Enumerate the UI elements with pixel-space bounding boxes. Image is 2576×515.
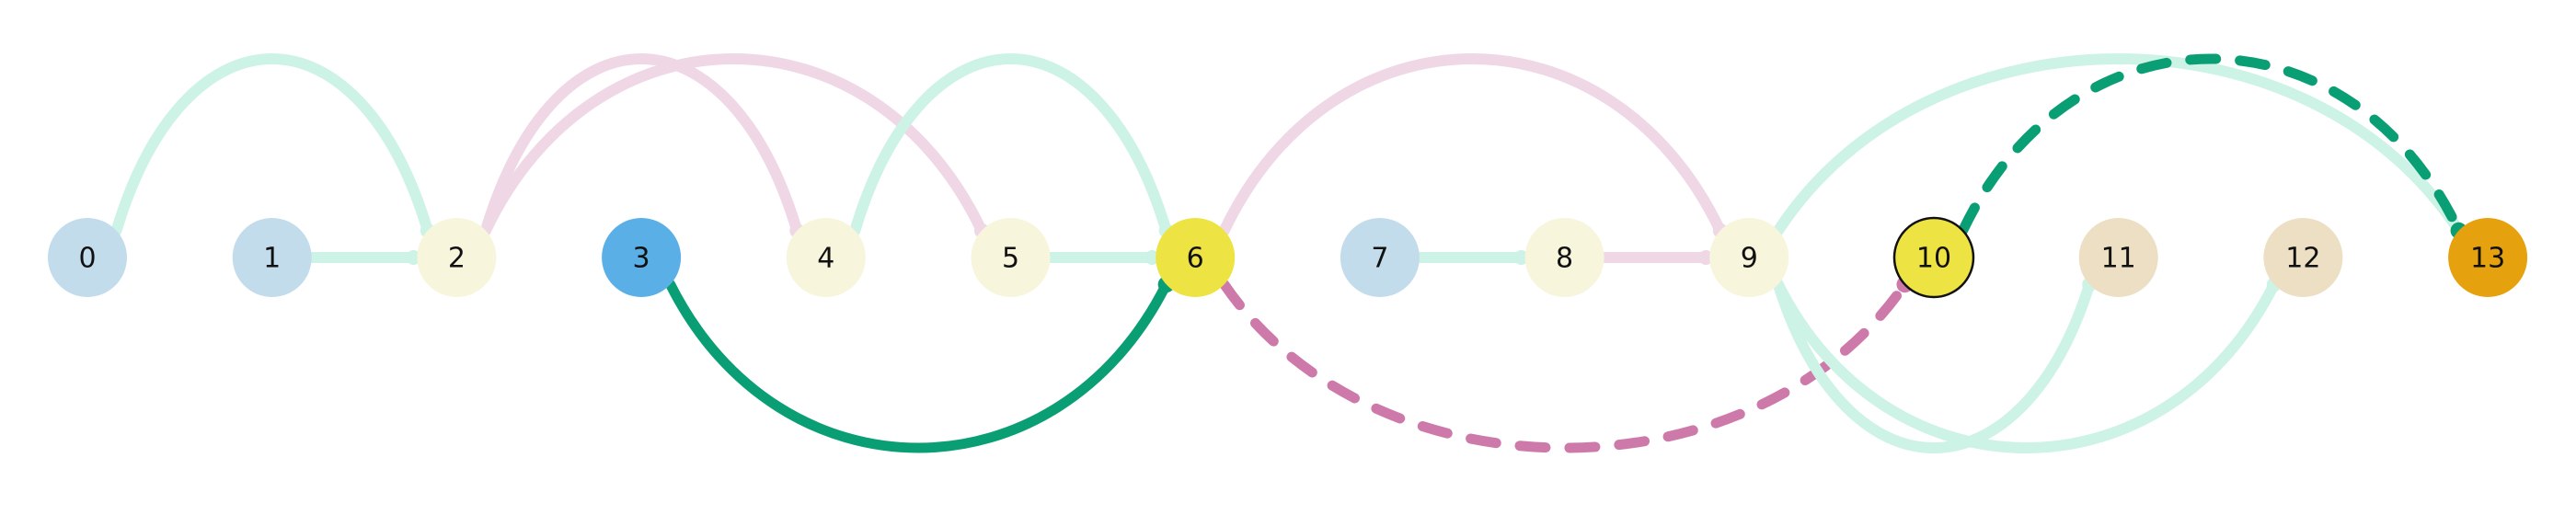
edge-1-2 — [305, 250, 423, 265]
node-label: 1 — [263, 243, 281, 275]
node-label: 13 — [2470, 243, 2505, 275]
node-circle — [417, 218, 497, 297]
edge-7-8 — [1413, 250, 1531, 265]
node-circle — [2078, 218, 2158, 297]
node-7[interactable]: 7 — [1340, 218, 1420, 297]
edge-line — [1218, 53, 1726, 236]
node-label: 8 — [1556, 243, 1573, 275]
node-label: 7 — [1371, 243, 1388, 275]
node-circle — [1709, 218, 1789, 297]
node-circle — [786, 218, 866, 297]
node-1[interactable]: 1 — [232, 218, 312, 297]
edge-0-2 — [110, 53, 435, 238]
edge-arrowhead — [1698, 250, 1714, 265]
node-label: 2 — [448, 243, 466, 275]
node-4[interactable]: 4 — [786, 218, 866, 297]
edge-8-9 — [1598, 250, 1716, 265]
edge-3-6 — [665, 276, 1175, 453]
node-circle — [2263, 218, 2343, 297]
edge-line — [1772, 279, 2280, 453]
edge-5-6 — [1044, 250, 1162, 265]
node-label: 9 — [1741, 243, 1758, 275]
node-circle — [1524, 218, 1604, 297]
node-12[interactable]: 12 — [2263, 218, 2343, 297]
node-circle — [1892, 216, 1975, 299]
edge-arrowhead — [406, 250, 421, 265]
edge-2-5 — [479, 53, 989, 238]
node-9[interactable]: 9 — [1709, 218, 1789, 297]
node-circle — [1156, 218, 1236, 297]
node-label: 3 — [633, 243, 650, 275]
node-0[interactable]: 0 — [48, 218, 127, 297]
edge-arrowhead — [1144, 250, 1160, 265]
edge-4-6 — [849, 53, 1174, 238]
node-13[interactable]: 13 — [2448, 218, 2528, 297]
node-circle — [48, 218, 127, 297]
node-label: 12 — [2285, 243, 2320, 275]
node-2[interactable]: 2 — [417, 218, 497, 297]
node-3[interactable]: 3 — [602, 218, 682, 297]
node-circle — [1340, 218, 1420, 297]
node-label: 6 — [1187, 243, 1204, 275]
node-circle — [2448, 218, 2528, 297]
node-11[interactable]: 11 — [2078, 218, 2158, 297]
edge-6-9 — [1218, 53, 1728, 238]
node-label: 10 — [1916, 243, 1951, 275]
edge-line — [1772, 53, 2465, 236]
node-label: 0 — [78, 243, 96, 275]
node-label: 5 — [1002, 243, 1019, 275]
node-8[interactable]: 8 — [1524, 218, 1604, 297]
edge-arrowhead — [1513, 250, 1529, 265]
edge-line — [479, 53, 803, 236]
edge-line — [849, 53, 1172, 236]
edge-line — [1772, 279, 2096, 453]
edge-line — [479, 53, 987, 236]
node-10[interactable]: 10 — [1892, 216, 1975, 299]
edge-line — [1219, 279, 1910, 453]
edge-line — [1958, 53, 2465, 236]
node-circle — [602, 218, 682, 297]
node-label: 11 — [2101, 243, 2136, 275]
node-6[interactable]: 6 — [1156, 218, 1236, 297]
node-5[interactable]: 5 — [971, 218, 1051, 297]
edge-line — [110, 53, 433, 236]
edge-9-13 — [1772, 53, 2467, 238]
edge-line — [665, 279, 1172, 453]
node-circle — [971, 218, 1051, 297]
edge-9-12 — [1772, 277, 2282, 453]
node-label: 4 — [817, 243, 834, 275]
node-circle — [232, 218, 312, 297]
